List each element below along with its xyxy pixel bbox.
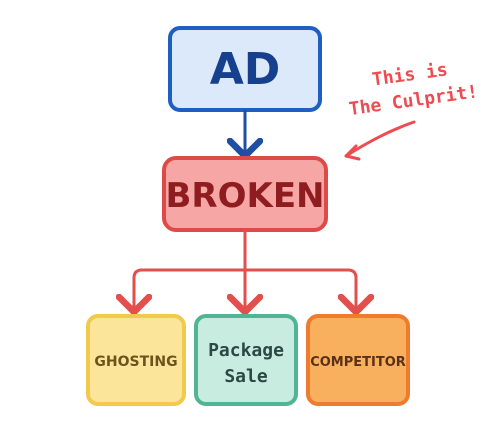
culprit-arrow [344,120,416,161]
node-ghosting-box [86,314,186,406]
node-package-sale-line2: Sale [224,366,268,387]
node-broken: BROKEN [162,156,328,232]
culprit-annotation-line2: The Culprit! [348,81,480,120]
node-competitor: COMPETITOR [306,314,410,406]
node-ad-label: AD [210,44,281,95]
node-package-sale-line1: Package [208,340,284,361]
node-package-sale-box [194,314,298,406]
culprit-arrow-line [344,120,416,158]
culprit-arrowhead [344,144,361,161]
node-competitor-box [306,314,410,406]
connector-broken-to-ghosting [134,268,245,312]
node-package-sale: Package Sale [194,314,298,406]
node-ghosting: GHOSTING [86,314,186,406]
node-ghosting-label: GHOSTING [94,354,177,370]
node-broken-label: BROKEN [165,176,324,216]
connector-broken-to-competitor [245,268,356,312]
connector-broken-to-children [134,230,356,312]
node-ad: AD [168,26,322,112]
node-competitor-label: COMPETITOR [310,355,406,370]
culprit-annotation: This is The Culprit! [348,59,480,120]
